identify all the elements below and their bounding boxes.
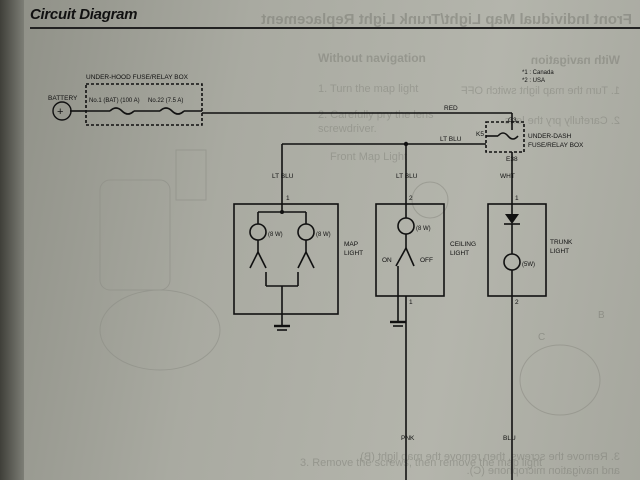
map-bulb-right [297, 223, 315, 241]
map-light-label-1: MAP [344, 241, 358, 248]
ceiling-off-label: OFF [420, 257, 433, 264]
ceiling-pin-bottom-label: 1 [409, 299, 413, 306]
trunk-light-box [487, 203, 547, 297]
junction-dot [280, 210, 284, 214]
ceiling-light-box [375, 203, 445, 297]
title-rule [30, 27, 640, 29]
bleed-front-map-light: Front Map Light [330, 151, 407, 163]
bleed-bottom-right: 3. Remove the screws, then remove the ma… [360, 451, 620, 463]
map-switch-right [297, 251, 307, 269]
wire-red-label: RED [444, 105, 458, 112]
bleed-screwdriver: screwdriver. [318, 123, 377, 135]
ceiling-bulb [397, 217, 415, 235]
diagram-labels: BATTERY UNDER-HOOD FUSE/RELAY BOX No.1 (… [48, 70, 584, 442]
wiring [70, 83, 547, 480]
map-switch-left [249, 251, 259, 269]
bleed-letter-c: C [538, 332, 545, 343]
fuse-22-symbol [159, 107, 185, 115]
bleed-step-2-right: 2. Carefully pry the lens [504, 115, 620, 127]
ceiling-light-label-2: LIGHT [450, 250, 469, 257]
map-bulb-left [249, 223, 267, 241]
bleed-with-nav: With navigation [531, 53, 620, 67]
note-usa: *2 : USA [522, 78, 545, 84]
conn-g3-label: G3 [508, 117, 517, 124]
ceiling-pin-top-label: 2 [409, 195, 413, 202]
map-light-box [233, 203, 339, 315]
bleed-right-title: Front Individual Map Light/Trunk Light R… [261, 11, 632, 28]
bleed-bottom-left: 3. Remove the screws, then remove the ma… [300, 457, 542, 469]
bleed-through-text-left: Without navigation 1. Turn the map light… [300, 51, 605, 469]
map-bulb-left-label: (8 W) [268, 232, 283, 238]
bleed-bottom-right-2: and navigation microphone (C). [467, 465, 620, 477]
junction-dot [403, 141, 409, 147]
conn-e38-label: E38 [506, 156, 518, 163]
bleed-step-2-left: 2. Carefully pry the lens [318, 109, 434, 121]
battery-label: BATTERY [48, 95, 78, 102]
wire-pnk-label: PNK [401, 435, 415, 442]
under-hood-fuse-box [85, 83, 203, 126]
bleed-through-drawings [99, 149, 601, 416]
ceiling-switch [395, 247, 407, 267]
bleed-step-1-left: 1. Turn the map light [318, 83, 418, 95]
book-spine [0, 0, 24, 480]
wire-lt-blu-map-label: LT BLU [272, 173, 294, 180]
dash-box-title-1: UNDER-DASH [528, 133, 572, 140]
note-canada: *1 : Canada [522, 70, 554, 76]
bleed-letter-b: B [598, 310, 605, 321]
dash-box-title-2: FUSE/RELAY BOX [528, 142, 584, 149]
fuse-1-label: No.1 (BAT) (100 A) [89, 98, 140, 104]
trunk-pin-top-label: 1 [515, 195, 519, 202]
trunk-bulb [503, 253, 521, 271]
wire-blu-label: BLU [503, 435, 516, 442]
trunk-pin-bottom-label: 2 [515, 299, 519, 306]
fuse-22-label: No.22 (7.5 A) [148, 98, 183, 104]
conn-k5-label: K5 [476, 131, 484, 138]
ceiling-on-label: ON [382, 257, 392, 264]
ceiling-light-label-1: CEILING [450, 241, 476, 248]
bleed-without-nav: Without navigation [318, 51, 426, 65]
trunk-light-label-1: TRUNK [550, 239, 573, 246]
battery-plus-glyph: + [57, 106, 63, 118]
ceiling-bulb-label: (8 W) [416, 226, 431, 232]
wire-wht-label: WHT [500, 173, 515, 180]
trunk-bulb-label: (5W) [522, 262, 535, 268]
bleed-step-1-right: 1. Turn the map light switch OFF [461, 85, 620, 97]
trunk-light-label-2: LIGHT [550, 248, 569, 255]
map-light-label-2: LIGHT [344, 250, 363, 257]
map-pin-label: 1 [286, 195, 290, 202]
fuse-box-title: UNDER-HOOD FUSE/RELAY BOX [86, 74, 189, 81]
wire-lt-blu-ceiling-label: LT BLU [396, 173, 418, 180]
fuse-1-symbol [109, 107, 135, 115]
trunk-diode [505, 214, 519, 224]
page-title: Circuit Diagram [30, 6, 138, 23]
under-dash-fuse-symbol [497, 132, 519, 140]
battery-icon [52, 101, 72, 121]
map-bulb-right-label: (8 W) [316, 232, 331, 238]
under-dash-fuse-box [485, 121, 525, 153]
wire-lt-blu-main-label: LT BLU [440, 136, 462, 143]
bleed-through-text: Front Individual Map Light/Trunk Light R… [261, 11, 632, 477]
